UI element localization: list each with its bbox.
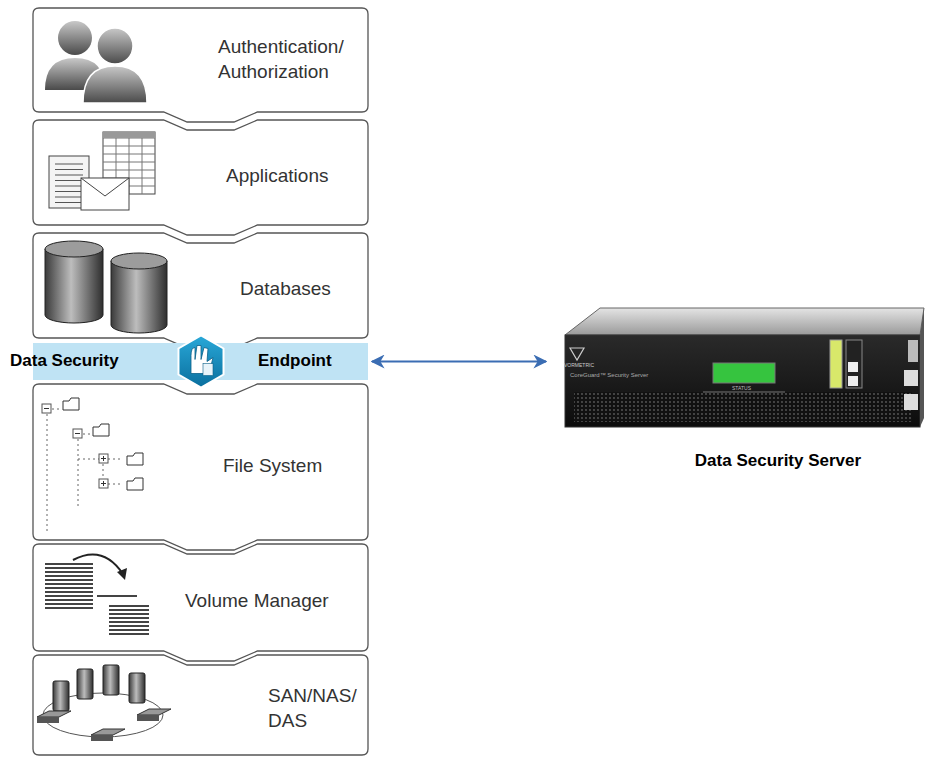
product-name: CoreGuard™ Security Server xyxy=(570,372,648,378)
server-appliance: Data Security Server xyxy=(548,300,926,485)
endpoint-band: Data SecurityEndpoint xyxy=(33,343,368,380)
layer-label: Authentication/ Authorization xyxy=(218,35,368,84)
people-icon xyxy=(45,21,147,103)
layer-panel: Authentication/ Authorization xyxy=(33,8,368,112)
server-caption: Data Security Server xyxy=(638,450,918,472)
layer-label: Databases xyxy=(240,277,360,302)
layer-label: SAN/NAS/ DAS xyxy=(268,684,363,733)
db-icon xyxy=(45,241,167,333)
layer-panel: Volume Manager xyxy=(33,544,368,651)
layer-panel: Applications xyxy=(33,120,368,225)
layer-panel: SAN/NAS/ DAS xyxy=(33,655,368,755)
layer-label: File System xyxy=(223,454,363,479)
band-label: Endpoint xyxy=(258,350,363,372)
layer-panel: File System xyxy=(33,384,368,540)
link-arrow xyxy=(372,361,546,363)
panel-outline xyxy=(33,655,368,759)
status-label: STATUS xyxy=(732,385,751,391)
layer-panel: Databases xyxy=(33,233,368,338)
san-icon xyxy=(37,665,171,741)
band-label: Data Security xyxy=(10,350,150,372)
fs-icon xyxy=(42,398,143,534)
vm-icon xyxy=(45,554,149,634)
brand-mark: VORMETRIC xyxy=(564,362,594,368)
layer-label: Applications xyxy=(226,164,366,189)
apps-icon xyxy=(49,132,155,210)
layer-label: Volume Manager xyxy=(185,589,365,614)
security-hex-icon xyxy=(178,336,223,388)
